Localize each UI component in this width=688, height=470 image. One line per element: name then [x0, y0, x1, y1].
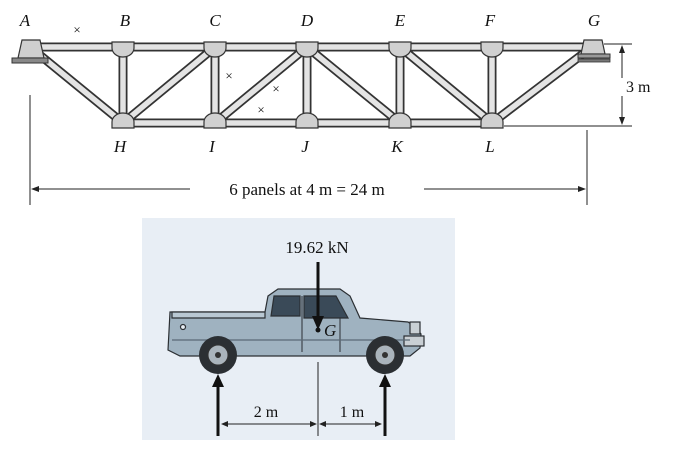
gusset-k [388, 112, 412, 129]
node-label-a: A [19, 11, 31, 30]
cg-label: G [324, 321, 336, 340]
gusset-j [295, 112, 319, 129]
height-dimension [504, 43, 632, 127]
node-label-i: I [208, 137, 216, 156]
x-marker-1: × [73, 22, 80, 37]
weight-label: 19.62 kN [285, 238, 348, 257]
node-label-b: B [120, 11, 131, 30]
span-dimension [29, 95, 588, 205]
height-label: 3 m [626, 79, 651, 96]
gusset-b [111, 41, 135, 58]
top-node-labels: A B C D E F G [19, 11, 600, 30]
roller-support-g [577, 39, 611, 63]
center-of-gravity-marker [315, 327, 321, 333]
weight-arrow [312, 262, 324, 330]
gusset-h [111, 112, 135, 129]
front-distance-label: 1 m [340, 404, 365, 421]
rear-distance-label: 2 m [254, 404, 279, 421]
gusset-l [480, 112, 504, 129]
node-label-f: F [484, 11, 496, 30]
node-label-j: J [301, 137, 310, 156]
x-marker-2: × [225, 68, 232, 83]
rear-wheel [199, 336, 237, 374]
gusset-i [203, 112, 227, 129]
node-label-k: K [390, 137, 404, 156]
node-label-c: C [209, 11, 221, 30]
node-label-d: D [300, 11, 314, 30]
gusset-d [295, 41, 319, 58]
x-markers: × × × × [73, 22, 279, 117]
node-label-e: E [394, 11, 406, 30]
node-label-l: L [484, 137, 494, 156]
rear-reaction-arrow [212, 374, 224, 436]
x-marker-4: × [257, 102, 264, 117]
truck-figure: 19.62 kN G 2 m 1 m [142, 218, 455, 440]
span-label: 6 panels at 4 m = 24 m [229, 180, 384, 199]
front-reaction-arrow [379, 374, 391, 436]
node-label-h: H [113, 137, 128, 156]
gusset-e [388, 41, 412, 58]
node-label-g: G [588, 11, 600, 30]
gusset-f [480, 41, 504, 58]
front-wheel [366, 336, 404, 374]
x-marker-3: × [272, 81, 279, 96]
pickup-truck [167, 288, 425, 357]
gusset-c [203, 41, 227, 58]
pin-support-a [11, 39, 49, 64]
bottom-node-labels: H I J K L [113, 137, 495, 156]
truss-figure: A B C D E F G H I J K L × × × × [11, 11, 651, 205]
distance-dimensions [221, 421, 382, 427]
gusset-plates [111, 41, 504, 129]
